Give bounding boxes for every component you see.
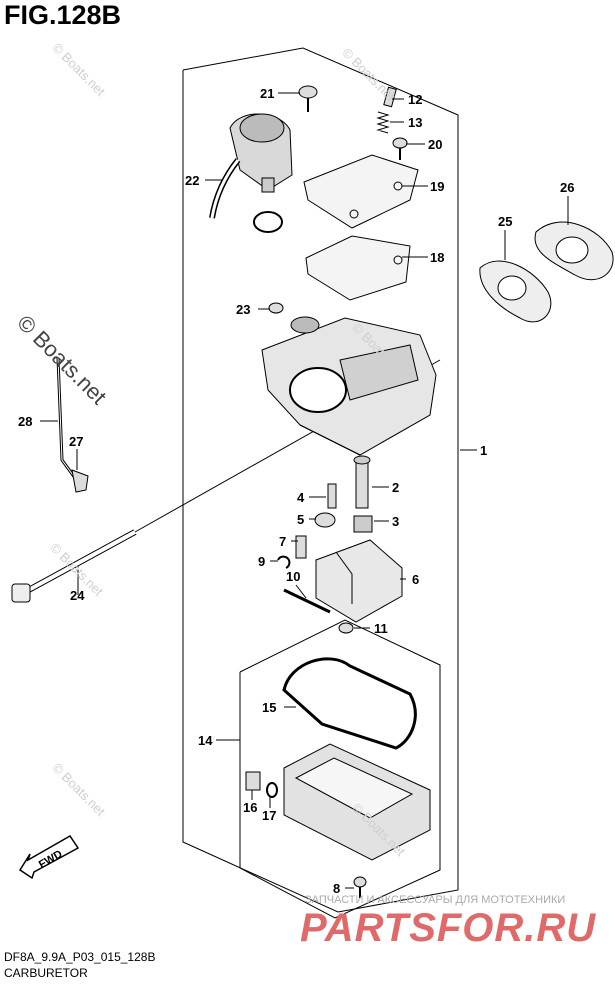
solenoid-22	[209, 113, 293, 233]
carburetor-body-1	[261, 316, 437, 456]
plate-19	[303, 154, 419, 229]
float-pin-10	[283, 588, 331, 614]
assembly-boundary-14	[239, 619, 441, 919]
callout-10: 10	[286, 569, 300, 584]
jet-plug-5	[314, 512, 336, 528]
main-jet-3	[353, 515, 373, 533]
callout-6: 6	[412, 572, 419, 587]
screw-20	[392, 137, 408, 160]
callout-19: 19	[430, 179, 444, 194]
callout-17: 17	[262, 808, 276, 823]
needle-valve-7	[295, 535, 307, 559]
callout-22: 22	[185, 173, 199, 188]
main-nozzle-2	[353, 455, 371, 509]
float-6	[315, 539, 403, 623]
callout-26: 26	[560, 180, 574, 195]
callout-16: 16	[243, 800, 257, 815]
assembly-boundary-1	[182, 47, 459, 913]
callout-2: 2	[392, 480, 399, 495]
screw-23	[268, 302, 284, 314]
screw-11	[338, 622, 354, 634]
callout-3: 3	[392, 514, 399, 529]
callout-18: 18	[430, 250, 444, 265]
callout-12: 12	[408, 92, 422, 107]
spring-13	[376, 111, 390, 134]
callout-1: 1	[480, 443, 487, 458]
gasket-15	[282, 657, 417, 750]
drain-screw-16	[245, 771, 261, 791]
callout-24: 24	[70, 588, 85, 603]
gasket-26	[534, 221, 614, 281]
screw-21	[298, 85, 318, 112]
callout-25: 25	[498, 214, 512, 229]
callout-4: 4	[297, 490, 305, 505]
callout-11: 11	[374, 621, 388, 636]
callout-21: 21	[260, 86, 274, 101]
brand-tagline: ЗАПЧАСТИ И АКСЕССУАРЫ ДЛЯ МОТОТЕХНИКИ	[305, 894, 566, 906]
screw-12	[383, 86, 397, 108]
callout-20: 20	[428, 137, 442, 152]
callout-13: 13	[408, 115, 422, 130]
callout-15: 15	[262, 700, 276, 715]
callout-8: 8	[333, 881, 340, 896]
rod-28	[56, 357, 89, 493]
callout-27: 27	[69, 434, 83, 449]
fwd-label: FWD	[37, 848, 65, 871]
figure-name: CARBURETOR	[4, 966, 88, 980]
leader-lines	[40, 92, 569, 889]
callout-23: 23	[236, 302, 250, 317]
brand-logo: PARTSFOR.RU	[300, 906, 597, 950]
washer-17	[266, 782, 278, 798]
figure-code: DF8A_9.9A_P03_015_128B	[4, 950, 156, 964]
callout-9: 9	[258, 554, 265, 569]
callout-28: 28	[18, 414, 32, 429]
pilot-jet-4	[327, 483, 337, 509]
clip-9	[277, 555, 291, 569]
callout-labels: 1 2 3 4 5 6 7 8 9 10 11 12 13 14 15 16 1…	[18, 86, 574, 896]
callout-14: 14	[198, 733, 213, 748]
figure-title: FIG.128B	[4, 0, 122, 30]
float-bowl-14	[283, 743, 431, 861]
screw-8	[353, 876, 367, 898]
fwd-arrow-icon: FWD	[18, 835, 80, 880]
gasket-25	[479, 260, 552, 323]
callout-7: 7	[279, 534, 286, 549]
callout-5: 5	[297, 512, 304, 527]
gasket-18	[305, 235, 411, 301]
